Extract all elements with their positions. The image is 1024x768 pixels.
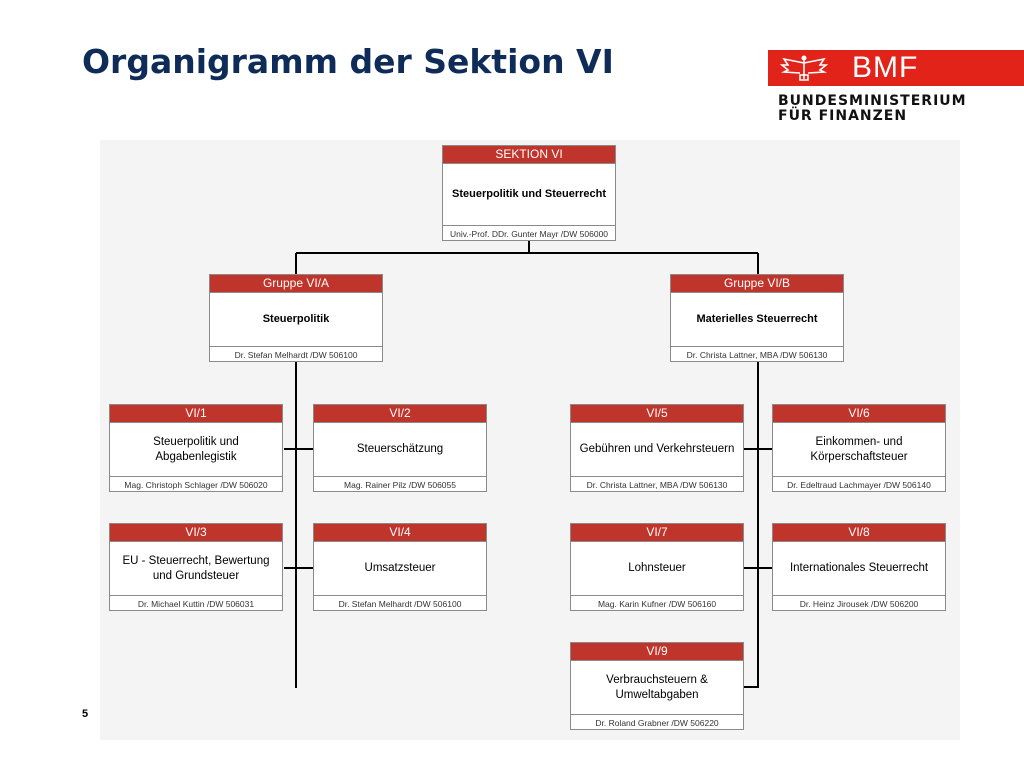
node-person: Univ.-Prof. DDr. Gunter Mayr /DW 506000 <box>449 229 609 239</box>
logo-name: BMF <box>852 51 919 84</box>
node-head: VI/3 <box>110 524 282 542</box>
node-person: Mag. Christoph Schlager /DW 506020 <box>124 480 268 490</box>
node-vi-7: VI/7 Lohnsteuer Mag. Karin Kufner /DW 50… <box>570 523 744 611</box>
node-person: Mag. Rainer Pilz /DW 506055 <box>344 480 456 490</box>
node-head: VI/5 <box>571 405 743 423</box>
node-head: VI/4 <box>314 524 486 542</box>
node-vi-8: VI/8 Internationales Steuerrecht Dr. Hei… <box>772 523 946 611</box>
node-vi-5: VI/5 Gebühren und Verkehrsteuern Dr. Chr… <box>570 404 744 492</box>
node-person: Dr. Christa Lattner, MBA /DW 506130 <box>686 350 828 360</box>
node-head: Gruppe VI/A <box>210 275 382 293</box>
node-person: Dr. Roland Grabner /DW 506220 <box>595 718 719 728</box>
node-gruppe-vi-b: Gruppe VI/B Materielles Steuerrecht Dr. … <box>670 274 844 362</box>
node-name: Steuerschätzung <box>314 423 486 477</box>
logo-line-2: FÜR FINANZEN <box>778 108 908 124</box>
node-vi-4: VI/4 Umsatzsteuer Dr. Stefan Melhardt /D… <box>313 523 487 611</box>
node-sektion-vi: SEKTION VI Steuerpolitik und Steuerrecht… <box>442 145 616 241</box>
node-person: Dr. Stefan Melhardt /DW 506100 <box>338 599 462 609</box>
node-head: VI/6 <box>773 405 945 423</box>
eagle-icon <box>779 55 829 81</box>
bmf-logo: BMF BUNDESMINISTERIUM FÜR FINANZEN <box>768 50 1024 130</box>
node-person: Dr. Stefan Melhardt /DW 506100 <box>234 350 358 360</box>
node-head: Gruppe VI/B <box>671 275 843 293</box>
logo-bar: BMF <box>768 50 1024 86</box>
node-person: Dr. Christa Lattner, MBA /DW 506130 <box>586 480 728 490</box>
node-vi-6: VI/6 Einkommen- und Körperschaftsteuer D… <box>772 404 946 492</box>
node-name: Verbrauchsteuern & Umweltabgaben <box>571 661 743 715</box>
node-head: VI/7 <box>571 524 743 542</box>
org-chart: SEKTION VI Steuerpolitik und Steuerrecht… <box>100 140 960 740</box>
node-head: SEKTION VI <box>443 146 615 164</box>
node-vi-3: VI/3 EU - Steuerrecht, Bewertung und Gru… <box>109 523 283 611</box>
node-head: VI/2 <box>314 405 486 423</box>
node-gruppe-vi-a: Gruppe VI/A Steuerpolitik Dr. Stefan Mel… <box>209 274 383 362</box>
node-head: VI/9 <box>571 643 743 661</box>
node-person: Mag. Karin Kufner /DW 506160 <box>597 599 717 609</box>
node-person: Dr. Michael Kuttin /DW 506031 <box>137 599 255 609</box>
node-name: EU - Steuerrecht, Bewertung und Grundste… <box>110 542 282 596</box>
node-head: VI/1 <box>110 405 282 423</box>
logo-line-1: BUNDESMINISTERIUM <box>778 93 967 109</box>
node-person: Dr. Heinz Jirousek /DW 506200 <box>799 599 919 609</box>
node-vi-9: VI/9 Verbrauchsteuern & Umweltabgaben Dr… <box>570 642 744 730</box>
slide-title: Organigramm der Sektion VI <box>82 42 614 81</box>
node-name: Lohnsteuer <box>571 542 743 596</box>
node-name: Materielles Steuerrecht <box>671 293 843 347</box>
node-person: Dr. Edeltraud Lachmayer /DW 506140 <box>787 480 931 490</box>
connector-lines <box>284 240 773 688</box>
node-name: Steuerpolitik und Abgabenlegistik <box>110 423 282 477</box>
node-head: VI/8 <box>773 524 945 542</box>
node-name: Steuerpolitik und Steuerrecht <box>443 164 615 226</box>
node-name: Umsatzsteuer <box>314 542 486 596</box>
node-name: Steuerpolitik <box>210 293 382 347</box>
node-name: Internationales Steuerrecht <box>773 542 945 596</box>
page-number: 5 <box>82 708 89 720</box>
node-vi-2: VI/2 Steuerschätzung Mag. Rainer Pilz /D… <box>313 404 487 492</box>
node-name: Einkommen- und Körperschaftsteuer <box>773 423 945 477</box>
node-name: Gebühren und Verkehrsteuern <box>571 423 743 477</box>
node-vi-1: VI/1 Steuerpolitik und Abgabenlegistik M… <box>109 404 283 492</box>
